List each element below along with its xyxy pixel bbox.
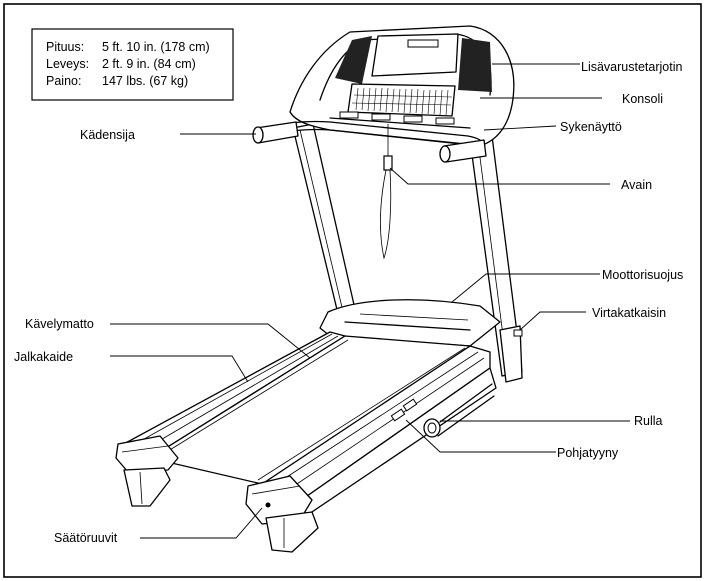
handlebar — [252, 120, 487, 163]
spec-weight-label: Paino: — [46, 74, 81, 88]
right-leveling-foot — [265, 502, 319, 553]
motor-hood — [319, 299, 501, 347]
console-assembly — [289, 25, 515, 147]
label-pulse-sensor: Sykenäyttö — [560, 120, 622, 134]
label-base-pad: Pohjatyyny — [557, 446, 619, 460]
left-leveling-foot — [123, 467, 171, 507]
deck — [115, 331, 497, 525]
spec-box: Pituus: 5 ft. 10 in. (178 cm) Leveys: 2 … — [31, 28, 234, 101]
label-leveling-feet: Säätöruuvit — [54, 531, 118, 545]
spec-width-value: 2 ft. 9 in. (84 cm) — [102, 57, 196, 71]
right-speaker-grille — [458, 38, 492, 92]
figure-frame — [3, 3, 702, 578]
spec-width-label: Leveys: — [46, 57, 89, 71]
label-roller: Rulla — [634, 414, 663, 428]
rear-roller — [423, 383, 495, 438]
right-upright — [469, 135, 523, 383]
spec-length-value: 5 ft. 10 in. (178 cm) — [102, 40, 210, 54]
walking-belt-surface — [148, 335, 472, 485]
spec-length-label: Pituus: — [46, 40, 84, 54]
left-upright — [292, 123, 358, 323]
callout-labels: Lisävarustetarjotin Konsoli Kädensija Sy… — [14, 60, 683, 545]
label-walking-belt: Kävelymatto — [25, 317, 94, 331]
spec-weight-value: 147 lbs. (67 kg) — [102, 74, 188, 88]
power-switch — [513, 329, 523, 337]
treadmill-illustration — [115, 25, 523, 553]
label-key: Avain — [621, 178, 652, 192]
label-power-switch: Virtakatkaisin — [592, 306, 666, 320]
label-accessory-tray: Lisävarustetarjotin — [581, 60, 682, 74]
spec-box-border — [31, 28, 234, 101]
label-console: Konsoli — [622, 92, 663, 106]
label-motor-hood: Moottorisuojus — [602, 268, 683, 282]
label-foot-rail: Jalkakaide — [14, 350, 73, 364]
label-handrail: Kädensija — [80, 128, 135, 142]
left-speaker-grille — [335, 36, 372, 84]
safety-key — [379, 124, 393, 260]
leader-lines — [110, 63, 630, 539]
